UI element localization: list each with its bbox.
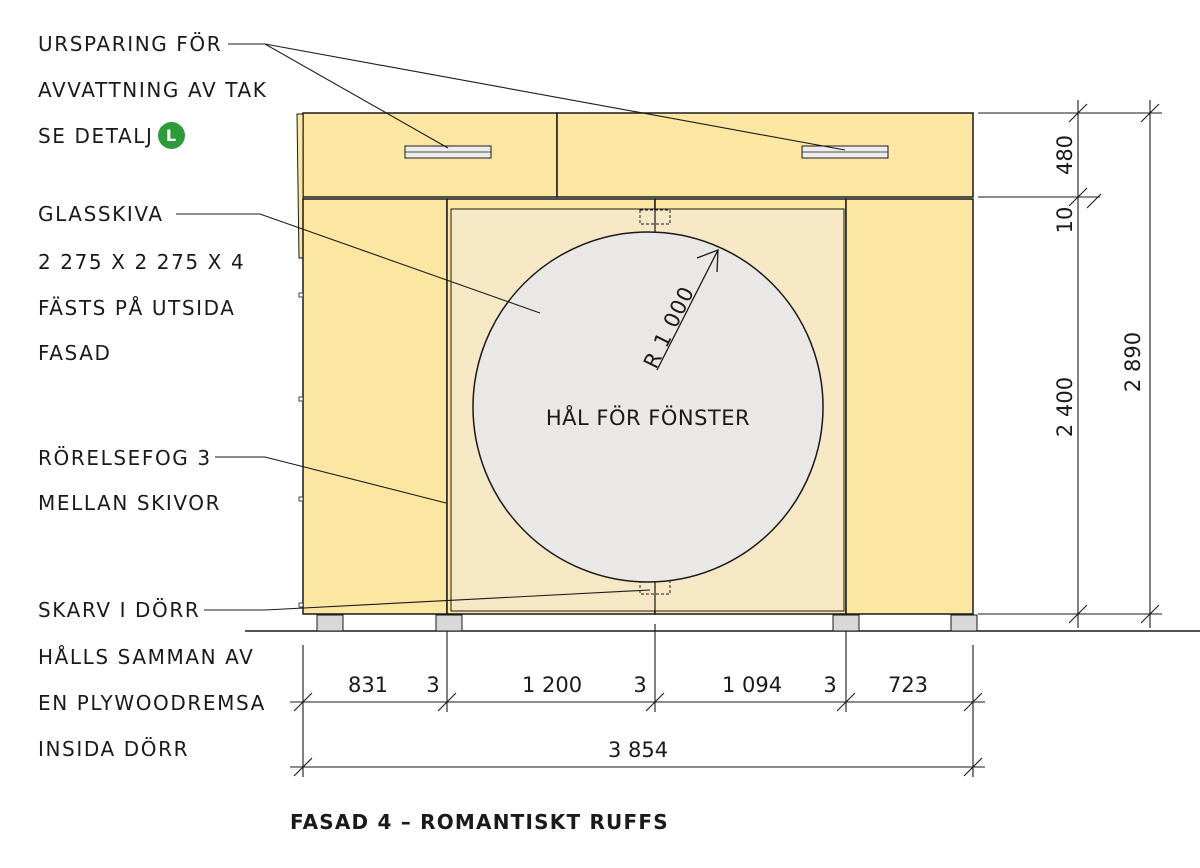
- label-door-2: HÅLLS SAMMAN AV: [38, 645, 255, 669]
- drain-slot-right: [801, 145, 889, 159]
- dim-723: 723: [888, 673, 928, 697]
- label-roof-drain-2: AVVATTNING AV TAK: [38, 78, 268, 102]
- leader-roof-drain-2: [264, 43, 846, 151]
- window-hole: [472, 231, 824, 583]
- label-see-detail: SE DETALJ: [38, 124, 154, 148]
- dim-1094: 1 094: [722, 673, 782, 697]
- leader-door: [204, 589, 651, 611]
- label-glass-4: FASAD: [38, 341, 112, 365]
- leader-lines: [176, 43, 846, 611]
- label-joint-1: RÖRELSEFOG 3: [38, 446, 212, 470]
- dim-gap-1: 3: [426, 673, 439, 697]
- drawing-caption: FASAD 4 – ROMANTISKT RUFFS: [290, 810, 669, 834]
- dim-gap-2: 3: [633, 673, 646, 697]
- dim-10: 10: [1053, 207, 1077, 234]
- detail-badge: L: [157, 122, 185, 149]
- leader-glass: [176, 213, 541, 314]
- drain-slot-left: [404, 145, 492, 159]
- foundation-feet: [316, 614, 978, 632]
- label-glass-1: GLASSKIVA: [38, 202, 164, 226]
- label-glass-2: 2 275 X 2 275 X 4: [38, 250, 246, 274]
- horizontal-dimension-texts: 831 3 1 200 3 1 094 3 723 3 854: [348, 673, 928, 762]
- label-glass-3: FÄSTS PÅ UTSIDA: [38, 296, 236, 320]
- roof-panel-right: [556, 112, 974, 198]
- foot: [316, 614, 344, 632]
- foot: [435, 614, 463, 632]
- label-joint-2: MELLAN SKIVOR: [38, 491, 222, 515]
- label-door-4: INSIDA DÖRR: [38, 737, 190, 761]
- dim-total-width: 3 854: [608, 738, 668, 762]
- window-label: HÅL FÖR FÖNSTER: [546, 404, 750, 430]
- dim-total-height: 2 890: [1121, 332, 1145, 392]
- wall-panel-right: [845, 198, 974, 615]
- dim-gap-3: 3: [823, 673, 836, 697]
- dim-831: 831: [348, 673, 388, 697]
- vertical-dimension-texts: 480 10 2 400 2 890: [1053, 135, 1145, 437]
- wall-panel-left: [302, 198, 448, 615]
- dim-480: 480: [1053, 135, 1077, 175]
- dim-1200: 1 200: [522, 673, 582, 697]
- leader-joint: [215, 456, 447, 504]
- label-door-1: SKARV I DÖRR: [38, 598, 201, 622]
- dim-2400: 2 400: [1053, 377, 1077, 437]
- label-roof-drain-1: URSPARING FÖR: [38, 32, 223, 56]
- foot: [950, 614, 978, 632]
- wall-edge-hinges: [298, 292, 304, 608]
- horizontal-dimensions: [290, 624, 985, 777]
- foot: [832, 614, 860, 632]
- radius-dimension: [656, 249, 719, 371]
- label-door-3: EN PLYWOODREMSA: [38, 691, 266, 715]
- plywood-strip-top: [639, 209, 671, 225]
- roof-edge-trim: [296, 113, 304, 259]
- vertical-dimensions: [978, 100, 1162, 628]
- roof-band: [296, 112, 974, 259]
